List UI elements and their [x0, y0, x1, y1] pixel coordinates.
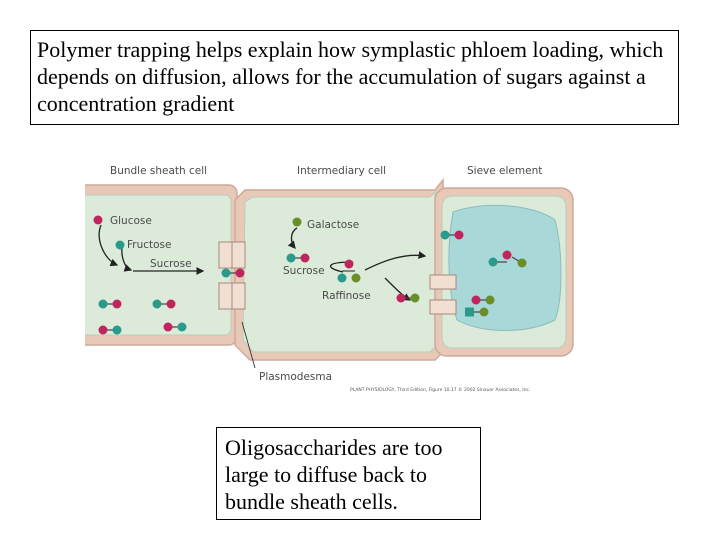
plasmodesma-sieve-lower: [429, 299, 457, 315]
fructose-label: Fructose: [127, 239, 172, 251]
fructose-unit: [488, 257, 498, 267]
fructose-unit: [177, 322, 187, 332]
intermediary-molecules: [286, 217, 420, 303]
raffinose-to-sieve-arrow-lower: [384, 277, 412, 301]
note-box: Oligosaccharides are too large to diffus…: [216, 427, 481, 520]
sieve-element-label: Sieve element: [467, 165, 542, 177]
glucose-molecule: [93, 215, 103, 225]
raffinose-to-sieve-arrow-upper: [364, 251, 427, 271]
glucose-unit: [300, 253, 310, 263]
fructose-unit: [112, 325, 122, 335]
title-box: Polymer trapping helps explain how sympl…: [30, 30, 679, 125]
intermediary-cytoplasm: [242, 190, 438, 353]
glucose-unit: [502, 250, 512, 260]
plasmodesma-label: Plasmodesma: [259, 371, 332, 383]
galactose-molecule: [292, 217, 302, 227]
fructose-unit: [152, 299, 162, 309]
raffinose-label: Raffinose: [322, 290, 371, 302]
fructose-unit: [221, 268, 231, 278]
intermediary-cell-label: Intermediary cell: [297, 165, 386, 177]
glucose-unit: [396, 293, 406, 303]
fructose-to-sucrose-arrow: [121, 246, 133, 272]
fructose-unit: [286, 253, 296, 263]
fructose-unit: [337, 273, 347, 283]
note-text: Oligosaccharides are too large to diffus…: [225, 435, 443, 514]
fructose-unit: [465, 307, 474, 317]
diagram-svg: Bundle sheath cell Intermediary cell Sie…: [66, 165, 574, 393]
glucose-unit: [166, 299, 176, 309]
figure-caption: PLANT PHYSIOLOGY, Third Edition, Figure …: [350, 386, 530, 393]
glucose-label: Glucose: [110, 215, 152, 227]
glucose-unit: [163, 322, 173, 332]
bundle-sheath-molecules: [93, 215, 245, 335]
glucose-unit: [344, 259, 354, 269]
glucose-unit: [98, 325, 108, 335]
galactose-label: Galactose: [307, 219, 359, 231]
glucose-unit: [235, 268, 245, 278]
fructose-unit: [440, 230, 450, 240]
plasmodesma-pointer-line: [241, 321, 256, 369]
bundle-sheath-cell-label: Bundle sheath cell: [110, 165, 207, 177]
title-text: Polymer trapping helps explain how sympl…: [37, 37, 664, 116]
glucose-unit: [112, 299, 122, 309]
galactose-unit: [485, 295, 495, 305]
fructose-unit: [98, 299, 108, 309]
galactose-unit: [410, 293, 420, 303]
glucose-unit: [471, 295, 481, 305]
sucrose-label-left: Sucrose: [150, 258, 192, 270]
galactose-unit: [479, 307, 489, 317]
galactose-unit: [351, 273, 361, 283]
fructose-molecule: [115, 240, 125, 250]
glucose-unit: [454, 230, 464, 240]
phloem-loading-diagram: Bundle sheath cell Intermediary cell Sie…: [66, 150, 585, 400]
galactose-unit: [517, 258, 527, 268]
galactose-arrow: [287, 227, 298, 249]
glucose-to-sucrose-arrow: [98, 224, 119, 267]
sucrose-label-mid: Sucrose: [283, 265, 325, 277]
plasmodesma-sieve-upper: [429, 274, 457, 290]
sieve-element-molecules: [440, 230, 527, 317]
